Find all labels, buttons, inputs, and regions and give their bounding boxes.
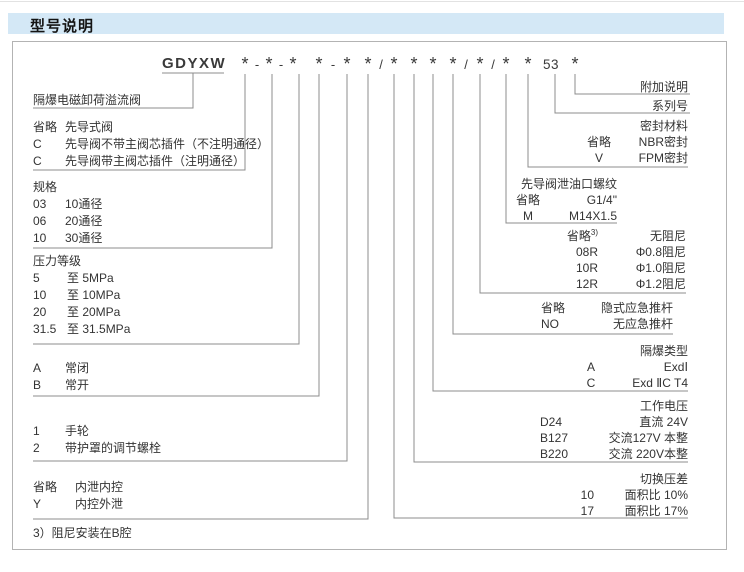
option-row: 省略内泄内控 [33,480,124,494]
page-title: 型号说明 [30,18,95,35]
option-row: 省略先导式阀 [33,120,114,134]
model-code-token: * [502,54,510,74]
model-code-token: / [491,57,495,72]
model-code-prefix: GDYXW [162,55,227,72]
page-top-rule [0,1,744,2]
footnote-damping: 3）阻尼安装在B腔 [33,526,132,540]
model-code-token: / [464,57,468,72]
model-code-token: * [476,54,484,74]
label-additional-note: 附加说明 [639,80,688,94]
model-code-token: - [254,57,260,72]
model-code-token: * [571,54,579,74]
model-code-token: / [379,57,383,72]
model-code-token: * [364,54,372,74]
model-code-token: - [278,57,284,72]
option-row: 省略3)无阻尼 [566,228,686,244]
model-code-series: 53 [542,57,560,72]
option-row: 省略隐式应急推杆 [541,301,673,315]
section-title-bar: 型号说明 [8,13,724,35]
model-code-token: * [343,54,351,74]
model-code-token: * [390,54,398,74]
model-code-token: * [289,54,297,74]
model-code-token: * [241,54,249,74]
model-code-token: * [449,54,457,74]
model-code-token: - [330,57,336,72]
model-code-token: * [265,54,273,74]
label-valve-name: 隔爆电磁卸荷溢流阀 [33,93,142,107]
model-code-token: * [410,54,418,74]
footnote-marker: 3) [590,228,598,237]
model-code-token: * [429,54,437,74]
model-code-token: * [524,54,532,74]
model-code-token: * [315,54,323,74]
label-series-number: 系列号 [651,99,688,113]
